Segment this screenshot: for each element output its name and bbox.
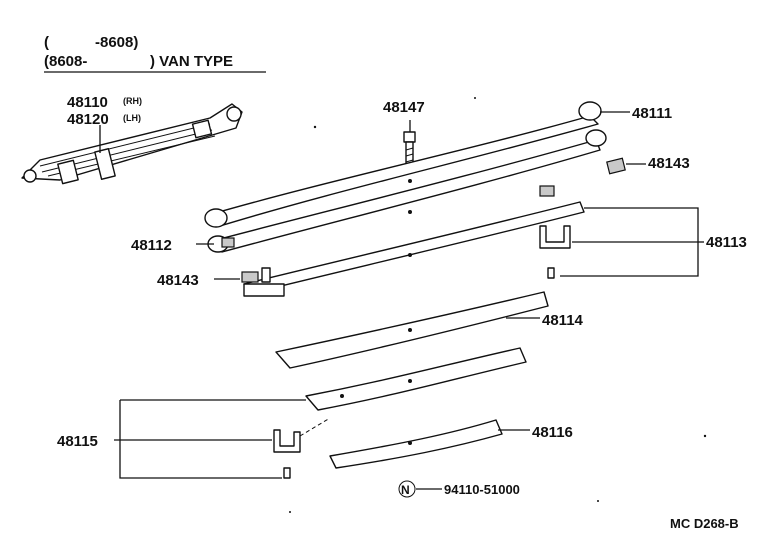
leaf-48114 xyxy=(275,291,549,369)
diagram-code: MC D268-B xyxy=(670,516,739,531)
header-line2-code: (8608- xyxy=(44,53,87,70)
label-48143-left: 48143 xyxy=(157,272,199,289)
label-48115: 48115 xyxy=(57,433,98,450)
header-block: ( -8608) (8608- ) VAN TYPE xyxy=(44,34,266,73)
clip-48143-left xyxy=(261,267,271,283)
label-94110-51000: 94110-51000 xyxy=(444,482,520,497)
pad-48143-left xyxy=(241,271,259,283)
label-48147: 48147 xyxy=(383,99,425,116)
label-48110: 48110 xyxy=(67,94,108,111)
leaf-48112 xyxy=(207,129,607,253)
label-48143-right: 48143 xyxy=(648,155,690,172)
label-48120-side: (LH) xyxy=(123,113,141,123)
label-48112: 48112 xyxy=(131,237,172,254)
leaf-48115 xyxy=(273,347,527,479)
label-48114: 48114 xyxy=(542,312,584,329)
label-48116: 48116 xyxy=(532,424,573,441)
label-48110-side: (RH) xyxy=(123,96,142,106)
header-line1-paren: ( xyxy=(44,34,49,51)
header-line2-label: ) VAN TYPE xyxy=(150,53,233,70)
svg-text:N: N xyxy=(401,483,410,497)
header-line1-code: -8608) xyxy=(95,34,138,51)
label-48111: 48111 xyxy=(632,105,672,122)
note-symbol-n: N xyxy=(398,480,416,498)
leaf-48116 xyxy=(329,419,503,469)
label-48113: 48113 xyxy=(706,234,747,251)
main-leaf-48111 xyxy=(204,101,602,228)
pad-48143-right xyxy=(606,157,626,175)
label-48120: 48120 xyxy=(67,111,109,128)
spring-assembly-thumbnail xyxy=(21,103,243,185)
leaf-with-clip-48113 xyxy=(243,185,585,297)
